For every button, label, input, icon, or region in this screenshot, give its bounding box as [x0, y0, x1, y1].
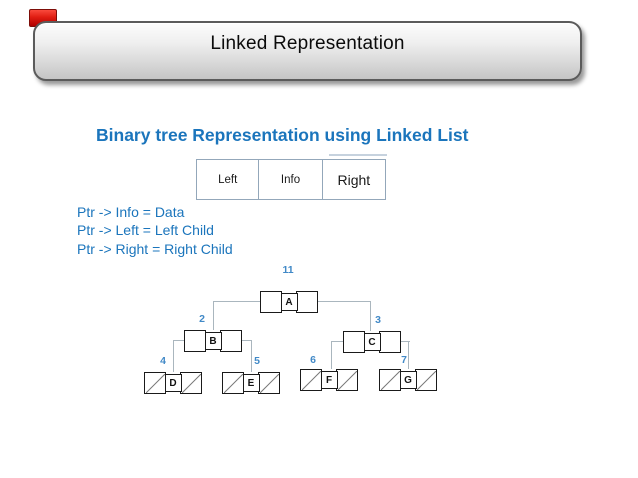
ptr-right-line: Ptr -> Right = Right Child: [77, 240, 233, 257]
struct-cell-left: Left: [218, 173, 238, 186]
null-slash-icon: [181, 373, 201, 393]
section-heading: Binary tree Representation using Linked …: [96, 125, 469, 145]
node-structure-box: Left Info Right: [196, 159, 386, 200]
left-pointer-cell: [184, 330, 206, 352]
connector-b-e-vertical: [251, 340, 253, 372]
struct-cell-info: Info: [258, 160, 321, 199]
tree-node-b: B: [184, 330, 242, 352]
null-slash-icon: [301, 370, 321, 390]
node-info-cell: D: [164, 374, 182, 392]
null-pointer-cell: [258, 372, 280, 394]
right-pointer-cell: [379, 331, 401, 353]
connector-b-d-vertical: [173, 340, 175, 372]
ptr-info-line: Ptr -> Info = Data: [77, 204, 185, 220]
null-pointer-cell: [180, 372, 202, 394]
connector-c-f-vertical: [331, 341, 333, 369]
right-pointer-cell: [296, 291, 318, 313]
ptr-left-line: Ptr -> Left = Left Child: [77, 222, 214, 239]
node-info-cell: G: [399, 371, 417, 389]
null-slash-icon: [416, 370, 436, 390]
node-index-label: 7: [401, 354, 407, 366]
slide-title: Linked Representation: [210, 33, 405, 54]
title-banner: Linked Representation: [33, 21, 582, 81]
null-pointer-cell: [300, 369, 322, 391]
struct-cell-right: Right: [321, 160, 385, 199]
node-info-cell: E: [242, 374, 260, 392]
tree-node-c: C: [343, 331, 401, 353]
left-pointer-cell: [343, 331, 365, 353]
connector-a-c-vertical: [370, 301, 372, 331]
connector-a-b-horizontal: [213, 301, 260, 303]
node-info-cell: A: [280, 293, 298, 311]
tree-node-f: F: [300, 369, 358, 391]
null-slash-icon: [380, 370, 400, 390]
tree-node-a: A: [260, 291, 318, 313]
null-slash-icon: [145, 373, 165, 393]
right-pointer-cell: [220, 330, 242, 352]
tree-node-g: G: [379, 369, 437, 391]
connector-c-g-vertical: [408, 341, 410, 369]
tree-node-d: D: [144, 372, 202, 394]
node-info-cell: C: [363, 333, 381, 351]
connector-b-e-horizontal: [242, 340, 252, 342]
null-pointer-cell: [415, 369, 437, 391]
null-slash-icon: [223, 373, 243, 393]
null-pointer-cell: [222, 372, 244, 394]
node-index-label: 5: [254, 355, 260, 367]
tree-node-e: E: [222, 372, 280, 394]
connector-c-f-horizontal: [331, 341, 343, 343]
null-slash-icon: [337, 370, 357, 390]
node-index-label: 2: [199, 313, 205, 325]
left-pointer-cell: [260, 291, 282, 313]
node-index-label: 4: [160, 355, 166, 367]
struct-box-stray-line: [329, 154, 387, 156]
null-pointer-cell: [336, 369, 358, 391]
node-index-label: 6: [310, 354, 316, 366]
connector-c-g-horizontal: [401, 341, 410, 343]
null-pointer-cell: [379, 369, 401, 391]
node-info-cell: F: [320, 371, 338, 389]
node-info-cell: B: [204, 332, 222, 350]
connector-b-d-horizontal: [173, 340, 184, 342]
null-pointer-cell: [144, 372, 166, 394]
node-index-label: 3: [375, 314, 381, 326]
null-slash-icon: [259, 373, 279, 393]
pointer-definitions: Ptr -> Info = Data Ptr -> Left = Left Ch…: [77, 203, 397, 258]
node-index-label: 11: [282, 264, 294, 276]
connector-a-c-horizontal: [317, 301, 371, 303]
connector-a-b-vertical: [213, 301, 215, 330]
